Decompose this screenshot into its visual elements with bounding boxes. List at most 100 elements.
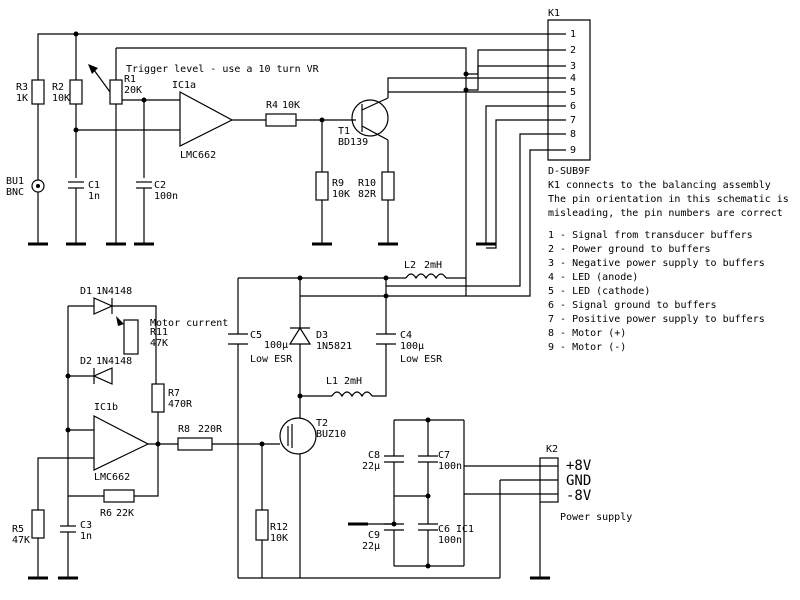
svg-text:R6: R6 <box>100 508 112 519</box>
svg-text:1n: 1n <box>80 531 92 542</box>
svg-text:LMC662: LMC662 <box>180 150 216 161</box>
svg-text:1N5821: 1N5821 <box>316 341 352 352</box>
svg-text:K2: K2 <box>546 444 558 455</box>
svg-text:C4: C4 <box>400 330 412 341</box>
svg-text:R5: R5 <box>12 524 24 535</box>
power-supply-section: C8 22µ C7 100n C9 22µ C6 100n IC1 K2 +8 <box>348 419 632 580</box>
svg-text:misleading, the pin numbers ar: misleading, the pin numbers are correct <box>548 208 783 219</box>
svg-text:8 - Motor (+): 8 - Motor (+) <box>548 328 626 339</box>
svg-text:10K: 10K <box>282 100 300 111</box>
notes-block: K1 connects to the balancing assembly Th… <box>548 180 789 353</box>
svg-text:8: 8 <box>570 129 576 140</box>
svg-text:47K: 47K <box>150 338 168 349</box>
svg-text:R9: R9 <box>332 178 344 189</box>
svg-text:7: 7 <box>570 115 576 126</box>
svg-text:22µ: 22µ <box>362 461 380 472</box>
svg-text:2mH: 2mH <box>424 260 442 271</box>
svg-text:-8V: -8V <box>566 488 592 504</box>
svg-text:R12: R12 <box>270 522 288 533</box>
svg-text:GND: GND <box>566 473 591 489</box>
svg-text:LMC662: LMC662 <box>94 472 130 483</box>
svg-text:5: 5 <box>570 87 576 98</box>
svg-text:D3: D3 <box>316 330 328 341</box>
svg-text:C7: C7 <box>438 450 450 461</box>
svg-text:1N4148: 1N4148 <box>96 356 132 367</box>
svg-text:BU1: BU1 <box>6 176 24 187</box>
svg-text:220R: 220R <box>198 424 223 435</box>
svg-text:1K: 1K <box>16 93 28 104</box>
svg-text:The pin orientation in this sc: The pin orientation in this schematic is <box>548 194 789 205</box>
svg-text:100µ: 100µ <box>400 341 424 352</box>
svg-text:C3: C3 <box>80 520 92 531</box>
svg-text:C6: C6 <box>438 524 450 535</box>
svg-text:R4: R4 <box>266 100 278 111</box>
svg-text:D1: D1 <box>80 286 92 297</box>
svg-text:R3: R3 <box>16 82 28 93</box>
svg-text:4 - LED (anode): 4 - LED (anode) <box>548 272 638 283</box>
svg-text:1: 1 <box>570 29 576 40</box>
svg-text:C9: C9 <box>368 530 380 541</box>
svg-text:Motor current: Motor current <box>150 318 228 329</box>
svg-text:R11: R11 <box>150 327 168 338</box>
svg-text:100n: 100n <box>154 191 178 202</box>
svg-text:D2: D2 <box>80 356 92 367</box>
svg-text:R2: R2 <box>52 82 64 93</box>
input-section: R3 1K BU1 BNC R2 10K C1 1n R1 20K Trigge… <box>6 34 496 296</box>
motor-driver-section: D1 1N4148 D2 1N4148 R11 47K Motor curren… <box>12 260 500 580</box>
svg-text:K1 connects to the balancing a: K1 connects to the balancing assembly <box>548 180 771 191</box>
svg-text:3: 3 <box>570 61 576 72</box>
junctions <box>65 31 469 569</box>
svg-text:L1: L1 <box>326 376 338 387</box>
svg-text:22µ: 22µ <box>362 541 380 552</box>
svg-text:470R: 470R <box>168 399 193 410</box>
svg-text:20K: 20K <box>124 85 142 96</box>
svg-text:R7: R7 <box>168 388 180 399</box>
svg-text:9 - Motor (-): 9 - Motor (-) <box>548 342 626 353</box>
svg-text:1n: 1n <box>88 191 100 202</box>
svg-text:2 - Power ground to buffers: 2 - Power ground to buffers <box>548 244 711 255</box>
svg-text:82R: 82R <box>358 189 377 200</box>
svg-text:1N4148: 1N4148 <box>96 286 132 297</box>
svg-text:10K: 10K <box>270 533 288 544</box>
k1-wiring <box>37 33 548 297</box>
svg-text:7 - Positive power supply to b: 7 - Positive power supply to buffers <box>548 314 765 325</box>
svg-text:100µ: 100µ <box>264 340 288 351</box>
connector-k1: 1 2 3 4 5 6 7 8 9 K1 D-SUB9F <box>547 8 591 177</box>
svg-text:5 - LED (cathode): 5 - LED (cathode) <box>548 286 650 297</box>
svg-text:C8: C8 <box>368 450 380 461</box>
svg-text:Low ESR: Low ESR <box>250 354 293 365</box>
svg-text:BNC: BNC <box>6 187 24 198</box>
svg-text:C2: C2 <box>154 180 166 191</box>
svg-text:10K: 10K <box>52 93 70 104</box>
svg-text:9: 9 <box>570 145 576 156</box>
svg-text:22K: 22K <box>116 508 134 519</box>
svg-text:C1: C1 <box>88 180 100 191</box>
svg-text:BUZ10: BUZ10 <box>316 429 346 440</box>
svg-text:IC1a: IC1a <box>172 80 196 91</box>
svg-text:Power supply: Power supply <box>560 512 632 523</box>
k1-ref: K1 <box>548 8 560 19</box>
svg-text:R8: R8 <box>178 424 190 435</box>
svg-text:C5: C5 <box>250 330 262 341</box>
svg-text:100n: 100n <box>438 535 462 546</box>
svg-text:R10: R10 <box>358 178 376 189</box>
svg-text:6 - Signal ground to buffers: 6 - Signal ground to buffers <box>548 300 717 311</box>
svg-text:100n: 100n <box>438 461 462 472</box>
svg-text:+8V: +8V <box>566 458 592 474</box>
svg-text:3 - Negative power supply to b: 3 - Negative power supply to buffers <box>548 258 765 269</box>
svg-text:4: 4 <box>570 73 576 84</box>
svg-text:6: 6 <box>570 101 576 112</box>
svg-text:T1: T1 <box>338 126 350 137</box>
svg-text:2mH: 2mH <box>344 376 362 387</box>
svg-text:T2: T2 <box>316 418 328 429</box>
svg-text:10K: 10K <box>332 189 350 200</box>
svg-text:BD139: BD139 <box>338 137 368 148</box>
svg-text:IC1b: IC1b <box>94 402 118 413</box>
svg-text:IC1: IC1 <box>456 524 474 535</box>
svg-text:R1: R1 <box>124 74 136 85</box>
svg-text:Low ESR: Low ESR <box>400 354 443 365</box>
svg-text:47K: 47K <box>12 535 30 546</box>
svg-text:L2: L2 <box>404 260 416 271</box>
svg-text:1 - Signal from transducer buf: 1 - Signal from transducer buffers <box>548 230 753 241</box>
